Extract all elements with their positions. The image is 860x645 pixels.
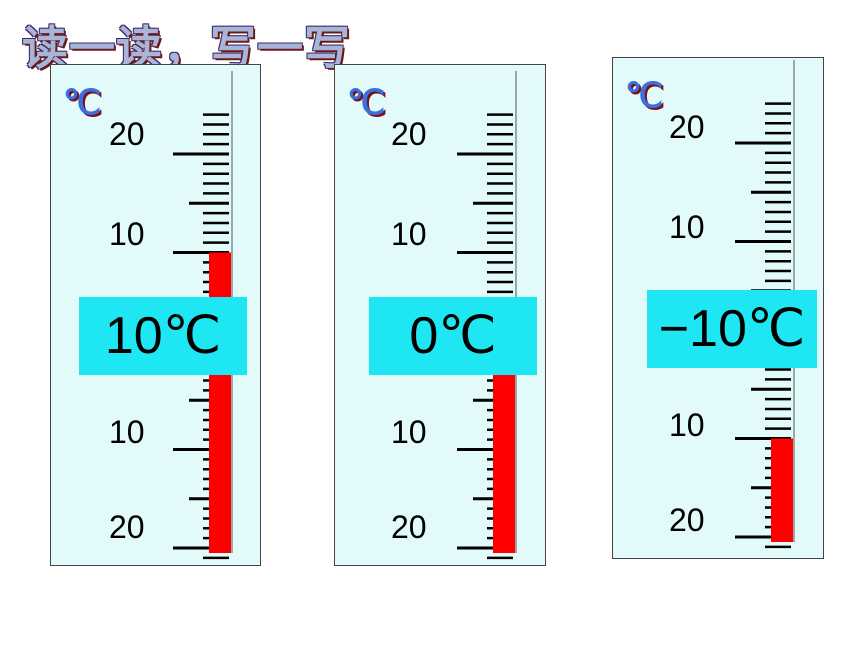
- reading-box: 0℃: [369, 297, 537, 375]
- reading-box: 10℃: [79, 297, 247, 375]
- celsius-unit-label: ℃: [347, 84, 386, 122]
- celsius-unit-label: ℃: [625, 77, 664, 115]
- scale-label-top-20: 20: [669, 109, 705, 145]
- scale-label-bottom-10: 10: [109, 414, 145, 450]
- scale-label-bottom-20: 20: [669, 502, 705, 538]
- scale-label-bottom-10: 10: [391, 414, 427, 450]
- thermometer-3: ℃ 20 10 10 20 −10℃: [612, 57, 824, 559]
- scale-label-top-20: 20: [391, 116, 427, 152]
- scale-label-bottom-20: 20: [109, 509, 145, 545]
- scale-label-top-10: 10: [669, 209, 705, 245]
- scale-label-bottom-10: 10: [669, 407, 705, 443]
- scale-label-top-10: 10: [391, 216, 427, 252]
- mercury-column: [493, 351, 515, 553]
- scale-label-top-20: 20: [109, 116, 145, 152]
- scale-label-bottom-20: 20: [391, 509, 427, 545]
- thermometer-2: ℃ 20 10 10 20 0℃: [334, 64, 546, 566]
- thermometer-1: ℃ 20 10 10 20 10℃: [50, 64, 261, 566]
- scale-label-top-10: 10: [109, 216, 145, 252]
- celsius-unit-label: ℃: [63, 84, 102, 122]
- reading-box: −10℃: [647, 290, 817, 368]
- thermometer-scale: [735, 60, 795, 549]
- mercury-column: [771, 438, 793, 542]
